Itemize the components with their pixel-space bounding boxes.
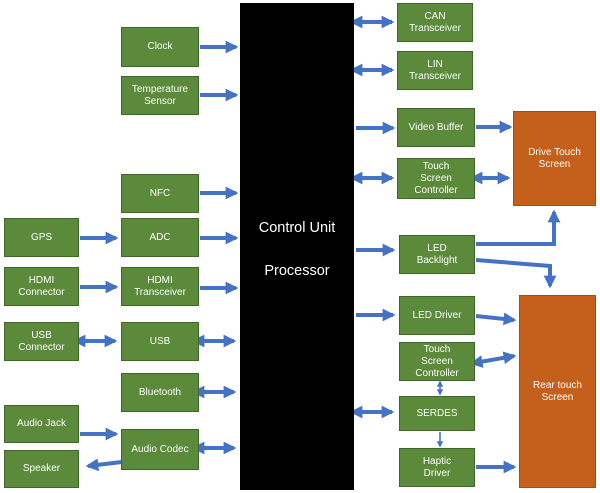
usb-connector-block: USB Connector: [4, 322, 79, 361]
lin-transceiver-block: LIN Transceiver: [397, 51, 473, 90]
arrow-codec-speaker: [85, 458, 123, 472]
led-driver-block: LED Driver: [399, 296, 475, 335]
touch-screen-controller-1-block: Touch Screen Controller: [397, 158, 475, 199]
led-backlight-block: LED Backlight: [399, 235, 475, 274]
rear-touch-screen-block: Rear touch Screen: [519, 295, 596, 488]
clock-block: Clock: [121, 27, 199, 67]
arrow-touch2-rearscreen: [469, 351, 517, 368]
usb-block: USB: [121, 322, 199, 361]
gps-block: GPS: [4, 218, 79, 257]
hdmi-connector-block: HDMI Connector: [4, 267, 79, 306]
arrow-backlight-drivescreen: [476, 209, 561, 246]
temperature-sensor-block: Temperature Sensor: [121, 76, 199, 115]
bluetooth-block: Bluetooth: [121, 373, 199, 412]
can-transceiver-block: CAN Transceiver: [397, 3, 473, 42]
video-buffer-block: Video Buffer: [397, 108, 475, 147]
touch-screen-controller-2-block: Touch Screen Controller: [399, 342, 475, 381]
adc-block: ADC: [121, 218, 199, 257]
nfc-block: NFC: [121, 174, 199, 213]
haptic-driver-block: Haptic Driver: [399, 448, 475, 487]
processor-label-line1: Control Unit: [258, 220, 336, 236]
hdmi-transceiver-block: HDMI Transceiver: [121, 267, 199, 306]
audio-codec-block: Audio Codec: [121, 429, 199, 470]
control-unit-processor: Control Unit Processor: [240, 3, 354, 490]
audio-jack-block: Audio Jack: [4, 405, 79, 443]
speaker-block: Speaker: [4, 450, 79, 488]
serdes-block: SERDES: [399, 396, 475, 431]
arrow-leddriver-rearscreen: [475, 312, 517, 326]
arrow-backlight-rearscreen: [475, 258, 557, 289]
processor-label-line2: Processor: [264, 263, 330, 279]
drive-touch-screen-block: Drive Touch Screen: [513, 111, 596, 206]
